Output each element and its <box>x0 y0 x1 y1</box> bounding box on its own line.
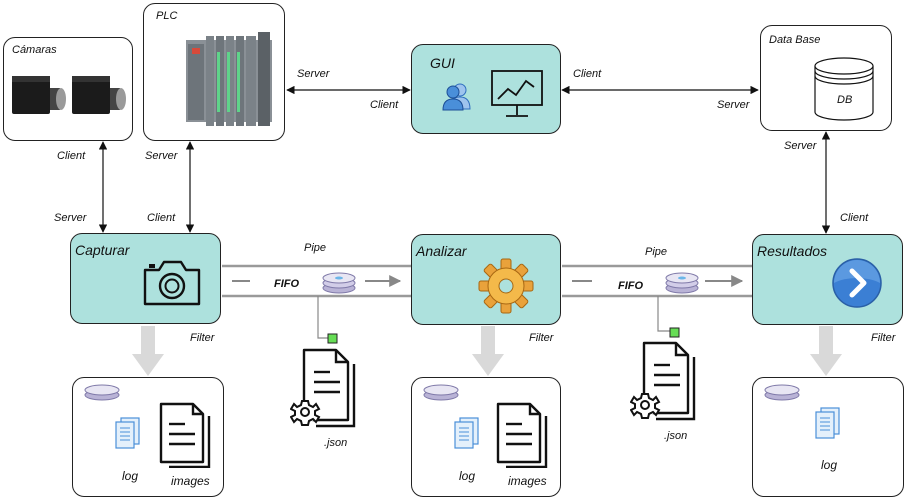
log-files-icon <box>115 417 140 449</box>
log-label: log <box>459 469 476 483</box>
output-box-analizar: log images <box>411 377 561 497</box>
monitor-chart-icon <box>491 70 543 117</box>
capturar-title: Capturar <box>75 242 130 258</box>
database-cylinder-icon <box>814 57 874 121</box>
images-documents-icon <box>496 402 548 468</box>
json-document-gear-icon <box>290 348 356 428</box>
analizar-title: Analizar <box>416 243 467 259</box>
json-connector-2 <box>657 296 670 332</box>
json-label: .json <box>324 437 348 449</box>
filter-arrow-3 <box>810 326 842 376</box>
pipe-label: Pipe <box>304 242 327 254</box>
edge-label-server: Server <box>717 99 750 111</box>
camera-icon <box>143 260 201 306</box>
edge-label-client: Client <box>370 99 399 111</box>
edge-label-client: Client <box>840 212 869 224</box>
pipe-analizar-resultados <box>562 264 752 298</box>
edge-label-server: Server <box>297 68 330 80</box>
pipe-capturar-analizar <box>222 264 411 298</box>
users-icon <box>442 83 471 111</box>
log-label: log <box>122 469 139 483</box>
json-document-gear-icon <box>630 341 696 421</box>
fifo-disk-icon-2 <box>665 272 699 294</box>
filter-label: Filter <box>190 332 215 344</box>
images-documents-icon <box>159 402 211 468</box>
resultados-node[interactable]: Resultados <box>752 234 903 325</box>
gear-icon <box>478 258 534 314</box>
plc-node: PLC <box>143 3 285 141</box>
plc-hardware-icon <box>186 32 272 126</box>
json-connector-1 <box>317 296 333 339</box>
gui-node[interactable]: GUI <box>411 44 561 134</box>
database-title: Data Base <box>769 34 821 46</box>
json-label: .json <box>664 430 688 442</box>
images-label: images <box>508 474 547 488</box>
filter-label: Filter <box>871 332 896 344</box>
fifo-label: FIFO <box>274 278 300 290</box>
capturar-node[interactable]: Capturar <box>70 233 221 324</box>
gui-title: GUI <box>430 55 455 71</box>
edge-label-client: Client <box>147 212 176 224</box>
camaras-title: Cámaras <box>12 44 57 56</box>
output-box-resultados: log <box>752 377 904 497</box>
edge-label-client: Client <box>573 68 602 80</box>
camaras-node: Cámaras <box>3 37 133 141</box>
green-marker-icon <box>669 327 680 338</box>
database-node: Data Base DB <box>760 25 892 131</box>
resultados-title: Resultados <box>757 243 828 259</box>
disk-icon <box>423 384 459 401</box>
filter-label: Filter <box>529 332 554 344</box>
edge-label-server: Server <box>784 140 817 152</box>
green-marker-icon <box>327 333 338 344</box>
plc-title: PLC <box>156 10 178 22</box>
filter-arrow-2 <box>472 326 504 376</box>
analizar-node[interactable]: Analizar <box>411 234 561 325</box>
images-label: images <box>171 474 210 488</box>
db-label: DB <box>837 94 853 106</box>
disk-icon <box>764 384 800 401</box>
edge-label-server: Server <box>145 150 178 162</box>
disk-icon <box>84 384 120 401</box>
log-files-icon <box>454 417 479 449</box>
edge-label-server: Server <box>54 212 87 224</box>
filter-arrow-1 <box>132 326 164 376</box>
log-files-icon <box>815 407 840 439</box>
output-box-capturar: log images <box>72 377 224 497</box>
chevron-right-circle-icon <box>832 258 882 308</box>
fifo-label: FIFO <box>618 280 644 292</box>
edge-label-client: Client <box>57 150 86 162</box>
pipe-label: Pipe <box>645 246 668 258</box>
camera-hardware-icon <box>12 76 126 114</box>
log-label: log <box>821 458 838 472</box>
fifo-disk-icon-1 <box>322 272 356 294</box>
